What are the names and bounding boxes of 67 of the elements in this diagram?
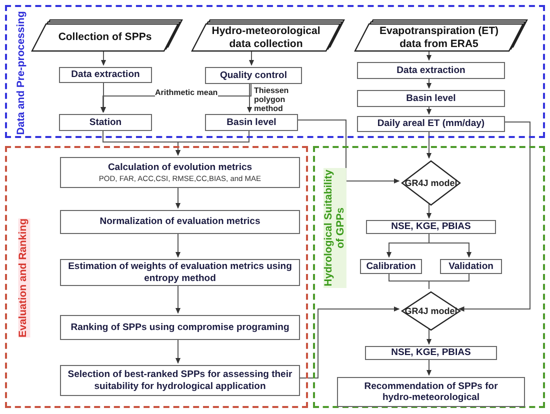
arrow: [458, 122, 530, 312]
process-box: [60, 365, 300, 396]
arrow: [426, 104, 432, 115]
box-label: Calibration: [366, 260, 416, 272]
process-box: [357, 62, 505, 79]
box-label: Validation: [448, 260, 494, 272]
decision-diamond: [401, 291, 461, 331]
arrow: [100, 80, 106, 113]
arrow: [248, 50, 254, 66]
box-label: Collection of SPPs: [58, 31, 152, 44]
box-label: NSE, KGE, PBIAS: [391, 347, 471, 359]
process-box: [366, 220, 496, 234]
section-panel: [5, 146, 308, 408]
arrow: [100, 50, 106, 66]
section-title: Hydrological Suitability of GPPs: [323, 168, 347, 288]
box-label: Estimation of weights of evaluation metrics using entropy method: [67, 261, 293, 284]
process-box: [59, 67, 152, 83]
section-title: Evaluation and Ranking: [18, 218, 30, 338]
arrow: [426, 328, 432, 345]
arrow: [426, 50, 432, 61]
arrow: [175, 186, 181, 209]
process-box: [60, 259, 300, 286]
section-title: Data and Pre-processing: [16, 11, 28, 135]
process-box: [337, 377, 525, 407]
box-label: Ranking of SPPs using compromise programing: [70, 322, 290, 334]
box-label: GR4J model: [404, 178, 458, 188]
process-box: [360, 259, 422, 274]
arrow: [426, 358, 432, 376]
arrow: [426, 130, 432, 159]
box-label: Data extraction: [71, 69, 140, 81]
box-label: Evapotranspiration (ET) data from ERA5: [378, 24, 500, 50]
box-label: Basin level: [406, 92, 456, 104]
process-box: [357, 90, 505, 107]
process-box: [60, 210, 300, 234]
box-label: Recommendation of SPPs for hydro-meteorological: [363, 380, 499, 404]
arrow: [175, 128, 250, 156]
box-label: Quality control: [220, 70, 288, 82]
process-box: [357, 116, 505, 132]
box-label: Daily areal ET (mm/day): [377, 118, 485, 130]
process-box: [60, 315, 300, 340]
process-box: [205, 67, 302, 84]
box-label: Selection of best-ranked SPPs for assessing their suitability for hydrological application: [66, 369, 294, 392]
box-label: Normalization of evaluation metrics: [100, 216, 260, 228]
data-input-parallelogram: [355, 19, 527, 52]
process-box: [60, 157, 300, 188]
arrow: [175, 284, 181, 314]
section-panel: [313, 146, 545, 408]
box-label: Data extraction: [396, 64, 466, 76]
arrow: [175, 232, 181, 258]
box-label: NSE, KGE, PBIAS: [391, 221, 471, 233]
box-label: Calculation of evolution metrics: [108, 162, 252, 174]
box-label: GR4J model: [404, 306, 458, 316]
data-input-parallelogram: [192, 19, 344, 52]
process-box: [205, 114, 298, 131]
process-box: [59, 114, 152, 131]
arrow: [175, 338, 181, 364]
box-label: Station: [89, 116, 122, 128]
edge-label: Arithmetic mean: [155, 88, 218, 98]
decision-diamond: [401, 160, 461, 206]
arrow: [246, 82, 252, 113]
section-panel: [5, 5, 545, 138]
process-box: [440, 259, 502, 274]
process-box: [365, 346, 497, 360]
box-label: Hydro-meteorological data collection: [210, 24, 322, 50]
arrow: [426, 204, 432, 219]
box-label: Basin level: [226, 116, 276, 128]
data-input-parallelogram: [32, 19, 182, 52]
